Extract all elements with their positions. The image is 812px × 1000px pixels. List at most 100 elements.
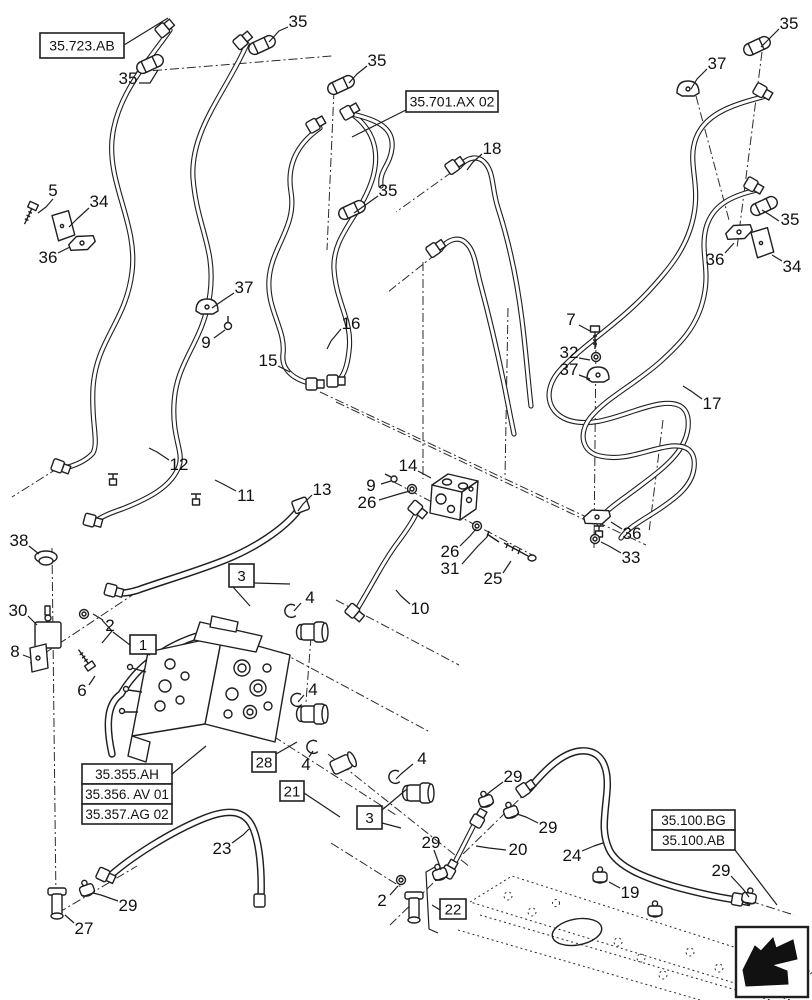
callout-29: 29 xyxy=(539,818,558,837)
leader-35 xyxy=(139,69,159,84)
leader-16 xyxy=(326,328,342,350)
leader-38 xyxy=(28,545,40,555)
callout-12: 12 xyxy=(170,455,189,474)
leader-box-1 xyxy=(112,631,131,646)
leader-10 xyxy=(395,589,411,605)
callout-10: 10 xyxy=(411,599,430,618)
callout-24: 24 xyxy=(563,846,582,865)
callout-36: 36 xyxy=(706,250,725,269)
callout-25: 25 xyxy=(484,569,503,588)
leader-ref-stack xyxy=(734,849,778,906)
callout-27: 27 xyxy=(75,919,94,938)
tube-18 xyxy=(437,155,534,437)
callout-38: 38 xyxy=(10,531,29,550)
callout-26: 26 xyxy=(441,542,460,561)
leader-7 xyxy=(578,324,591,332)
callout-35: 35 xyxy=(781,210,800,229)
leader-29 xyxy=(433,849,442,871)
leader-29 xyxy=(92,892,119,902)
group-box-1 xyxy=(129,634,157,655)
leader-35 xyxy=(760,28,780,48)
leader-37 xyxy=(211,292,235,309)
callout-35: 35 xyxy=(289,12,308,31)
callout-29: 29 xyxy=(712,861,731,880)
callout-8: 8 xyxy=(10,642,19,661)
leader-15 xyxy=(277,365,291,373)
leader-26 xyxy=(459,528,477,547)
callout-37: 37 xyxy=(235,278,254,297)
callout-17: 17 xyxy=(703,394,722,413)
leader-18 xyxy=(466,153,483,171)
ref-box-35357AG02[interactable] xyxy=(81,803,173,825)
leader-box-3 xyxy=(232,586,251,607)
ref-box-35100AB[interactable] xyxy=(651,829,736,851)
leader-8 xyxy=(22,654,32,659)
ref-box-35723AB[interactable] xyxy=(39,32,125,59)
leader-2 xyxy=(92,613,104,621)
group-box-label-21: 21 xyxy=(284,784,301,801)
tube-20 xyxy=(449,816,480,871)
group-box-3 xyxy=(356,805,383,830)
manifold-block-14 xyxy=(429,473,479,521)
leader-24 xyxy=(581,842,604,852)
callout-7: 7 xyxy=(566,310,575,329)
callout-16: 16 xyxy=(342,314,361,333)
tube-15 xyxy=(266,125,323,387)
leader-27 xyxy=(64,914,75,924)
leader-34 xyxy=(771,254,783,262)
group-box-21 xyxy=(279,780,305,802)
callout-14: 14 xyxy=(399,456,418,475)
callout-15: 15 xyxy=(259,351,278,370)
ref-box-35701AX02[interactable] xyxy=(405,90,499,113)
callout-4: 4 xyxy=(301,755,310,774)
leader-ref xyxy=(123,17,169,46)
leader-34 xyxy=(68,207,90,228)
callout-37: 37 xyxy=(708,54,727,73)
leader-31 xyxy=(461,536,488,565)
callout-37: 37 xyxy=(560,360,579,379)
callout-23: 23 xyxy=(213,839,232,858)
hydraulic-valve-assembly xyxy=(118,615,291,763)
callout-26: 26 xyxy=(358,493,377,512)
callout-9: 9 xyxy=(366,476,375,495)
leader-29 xyxy=(516,813,539,824)
callout-4: 4 xyxy=(417,749,426,768)
callout-36: 36 xyxy=(39,248,58,267)
leader-35 xyxy=(348,65,368,84)
leader-30 xyxy=(27,615,38,626)
callout-33: 33 xyxy=(622,548,641,567)
callout-9: 9 xyxy=(201,333,210,352)
callout-31: 31 xyxy=(441,559,460,578)
group-box-label-22: 22 xyxy=(445,902,462,919)
page-back-arrow-icon[interactable] xyxy=(734,925,810,999)
group-box-label-1: 1 xyxy=(139,637,147,654)
leader-33 xyxy=(600,541,622,554)
leader-box-3 xyxy=(253,582,291,585)
leader-9 xyxy=(213,329,226,339)
ref-box-label: 35.100.AB xyxy=(662,833,725,848)
callout-34: 34 xyxy=(90,192,109,211)
leader-box-22 xyxy=(425,866,439,934)
leader-19 xyxy=(608,881,621,889)
hose-13 xyxy=(113,508,301,597)
leader-17 xyxy=(682,385,703,400)
leader-26 xyxy=(378,490,411,501)
leader-25 xyxy=(502,560,512,574)
ref-box-label: 35.357.AG 02 xyxy=(85,807,168,822)
leader-36 xyxy=(610,521,623,530)
leader-4 xyxy=(395,763,414,780)
ref-box-label: 35.355.AH xyxy=(95,767,159,782)
ref-box-label: 35.100.BG xyxy=(661,813,726,828)
group-box-28 xyxy=(251,751,277,773)
callout-29: 29 xyxy=(119,896,138,915)
leader-11 xyxy=(214,479,237,492)
leader-box-3 xyxy=(381,822,402,829)
callout-11: 11 xyxy=(237,486,255,505)
group-box-22 xyxy=(439,898,467,920)
leader-35 xyxy=(268,26,289,43)
group-box-label-3: 3 xyxy=(365,810,373,827)
leader-13 xyxy=(297,494,313,512)
